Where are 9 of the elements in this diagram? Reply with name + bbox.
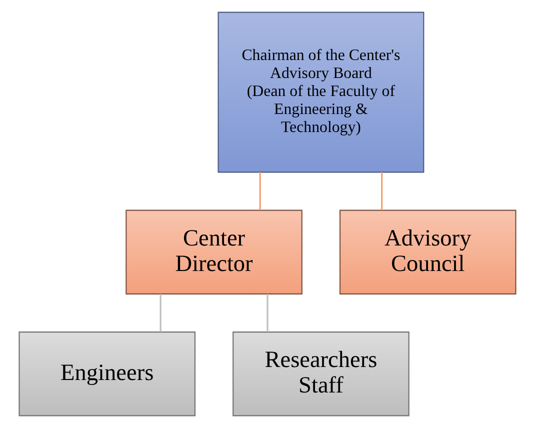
node-box: Advisory Council	[339, 210, 516, 294]
connector	[258, 172, 260, 210]
node-box: Researchers Staff	[232, 332, 409, 416]
connector	[159, 294, 161, 332]
connector	[380, 172, 382, 210]
node-box: Engineers	[18, 332, 195, 416]
node-box: Chairman of the Center's Advisory Board (Dean of the Faculty of Engineering & Technology)	[217, 12, 424, 173]
node-box: Center Director	[125, 210, 302, 294]
connector	[266, 294, 268, 332]
